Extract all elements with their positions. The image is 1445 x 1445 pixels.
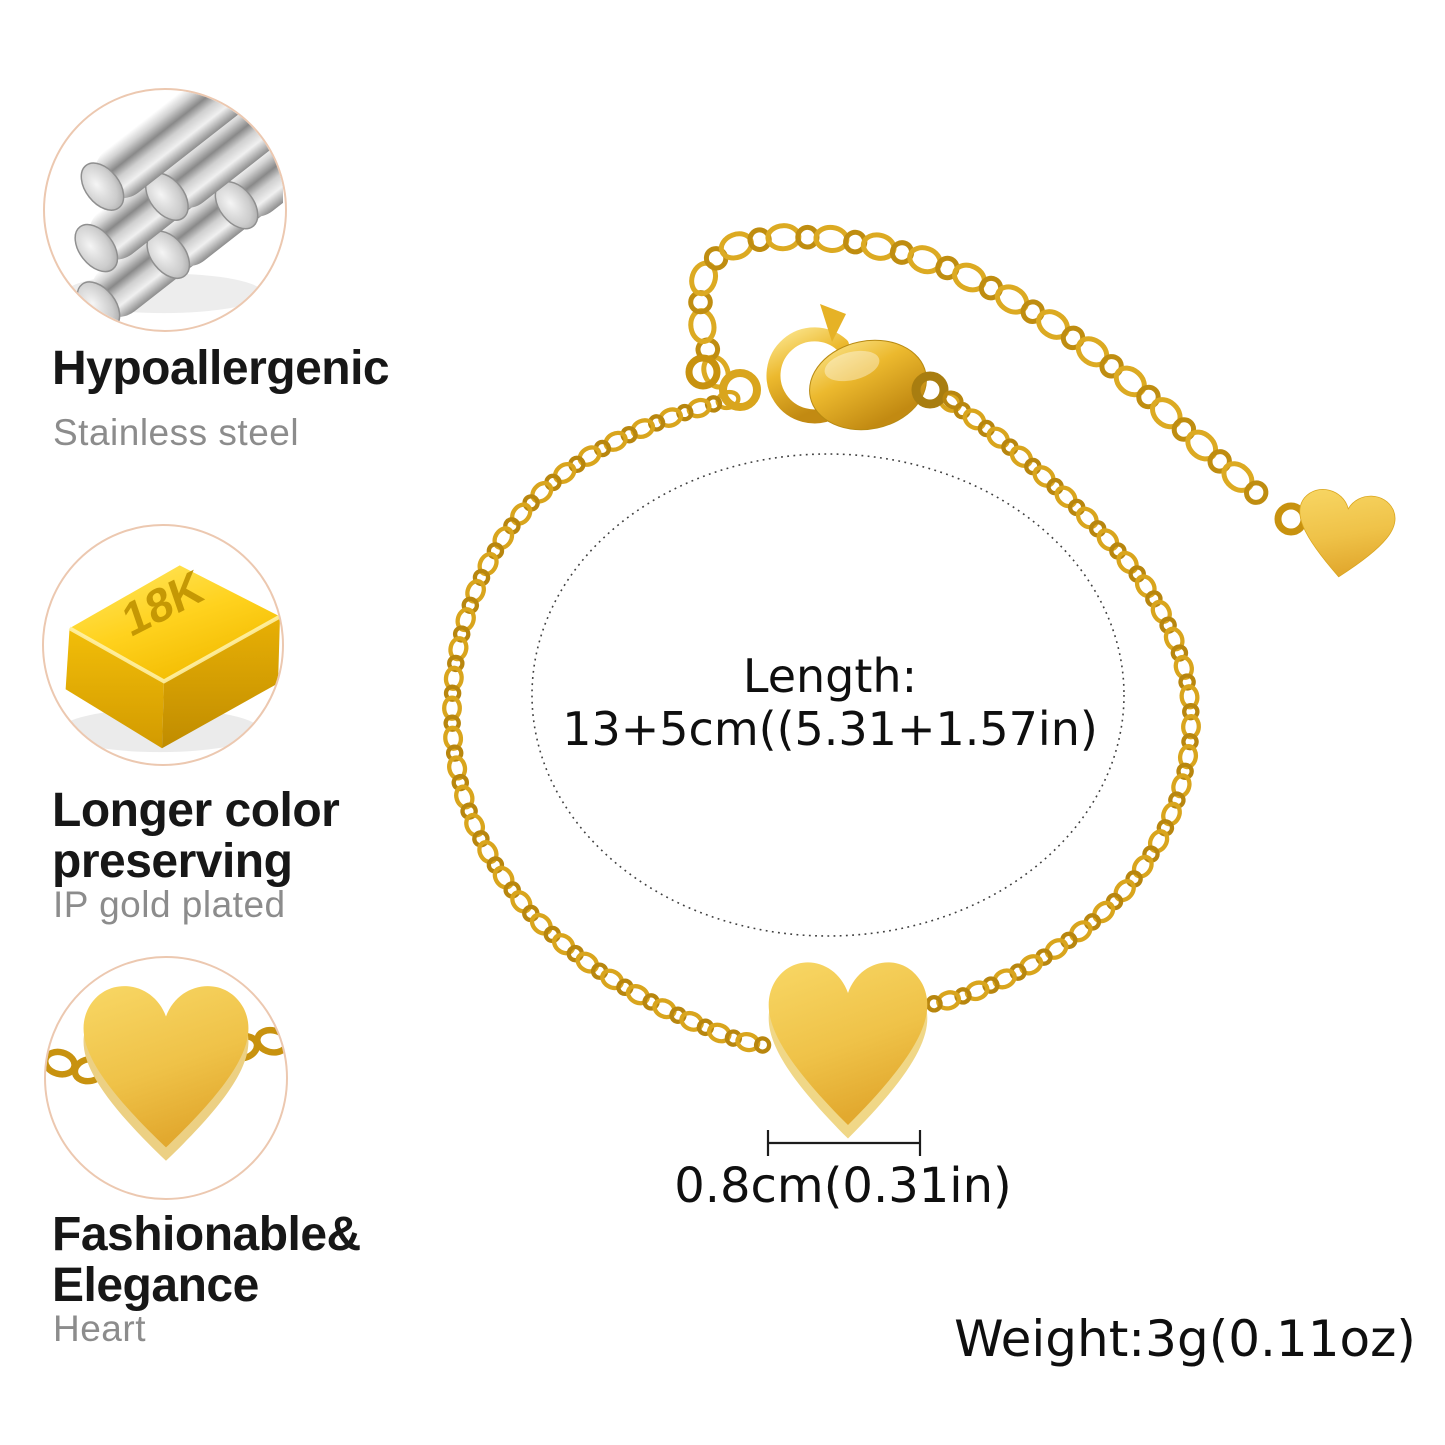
feature-title-line: Fashionable& bbox=[52, 1208, 361, 1261]
feature-subtitle-ip-gold-plated: IP gold plated bbox=[53, 884, 286, 925]
heart-charm-image bbox=[46, 986, 284, 1161]
feature-circle-steel bbox=[43, 88, 287, 332]
charm-width-text: 0.8cm(0.31in) bbox=[674, 1158, 1012, 1214]
feature-title-line: preserving bbox=[52, 834, 293, 888]
length-value: 13+5cm((5.31+1.57in) bbox=[562, 701, 1098, 756]
feature-circle-heart bbox=[44, 956, 288, 1200]
feature-title-longer-color: Longer color preserving bbox=[52, 784, 340, 888]
heart-charm-pendant bbox=[768, 962, 928, 1139]
length-guide-ellipse bbox=[531, 453, 1125, 937]
length-label: Length: bbox=[742, 649, 918, 703]
feature-title-line: Elegance bbox=[52, 1258, 259, 1312]
steel-rods-image bbox=[64, 90, 283, 328]
feature-title-line: Longer color bbox=[52, 784, 340, 837]
heart-tag-icon bbox=[1274, 489, 1396, 578]
feature-title-fashionable: Fashionable& Elegance bbox=[52, 1208, 361, 1312]
feature-circle-gold-bar: 18K bbox=[42, 524, 284, 766]
charm-width-measure-line bbox=[766, 1130, 922, 1156]
length-annotation: Length: 13+5cm((5.31+1.57in) bbox=[530, 650, 1130, 756]
lobster-clasp-icon bbox=[685, 304, 964, 431]
gold-bar-image: 18K bbox=[59, 559, 280, 753]
weight-text: Weight:3g(0.11oz) bbox=[954, 1310, 1416, 1368]
feature-subtitle-stainless-steel: Stainless steel bbox=[53, 412, 300, 453]
feature-title-line: Hypoallergenic bbox=[52, 342, 390, 395]
feature-title-hypoallergenic: Hypoallergenic bbox=[52, 342, 390, 395]
bracelet-chains bbox=[442, 223, 1269, 1054]
feature-subtitle-heart: Heart bbox=[53, 1308, 146, 1349]
